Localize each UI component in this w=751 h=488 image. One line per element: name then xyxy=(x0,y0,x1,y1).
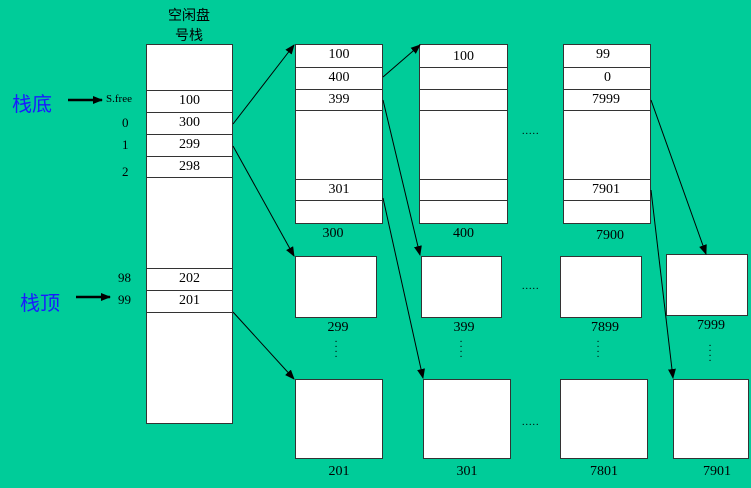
group-block-300: 100 400 399 301 xyxy=(295,44,383,224)
index-label-2: 2 xyxy=(122,164,129,179)
group400-cell-3 xyxy=(420,89,507,111)
stack-title: 空闲盘 号栈 xyxy=(146,6,232,46)
sfree-label: S.free xyxy=(106,93,132,105)
arrow-299-to-block299 xyxy=(232,145,295,257)
arrow-7901-to-block7901 xyxy=(650,189,676,379)
arrow-301-to-block301 xyxy=(382,197,425,379)
group400-cell-count: 100 xyxy=(453,49,474,64)
ellipsis-middle: ..... xyxy=(522,281,540,292)
index-label-1: 1 xyxy=(122,137,129,152)
block-7901 xyxy=(673,379,749,459)
ellipsis-bottom: ..... xyxy=(522,417,540,428)
block-201 xyxy=(295,379,383,459)
block-7999 xyxy=(666,254,748,316)
stack-cell-sfree: 100 xyxy=(147,90,232,112)
group-block-400-label: 400 xyxy=(453,226,474,241)
arrow-201-to-block201 xyxy=(232,311,295,380)
stack-cell-98: 202 xyxy=(147,268,232,290)
block-201-label: 201 xyxy=(328,464,350,479)
group7900-cell-7901: 7901 xyxy=(564,179,650,201)
index-label-0: 0 xyxy=(122,115,129,130)
group-block-400: 100 xyxy=(419,44,508,224)
vertical-ellipsis-4: · · · · xyxy=(708,341,712,367)
vertical-ellipsis-2: · · · · xyxy=(459,337,463,363)
index-label-98: 98 xyxy=(118,270,131,285)
block-301 xyxy=(423,379,511,459)
vertical-ellipsis-1: · · · · xyxy=(334,337,338,363)
stack-top-label: 栈顶 xyxy=(20,291,60,315)
group7900-cell-0: 0 xyxy=(564,67,650,89)
stack-cell-2: 298 xyxy=(147,156,232,178)
block-7901-label: 7901 xyxy=(703,464,731,479)
block-301-label: 301 xyxy=(456,464,478,479)
arrow-399-to-block399 xyxy=(382,99,422,256)
group300-cell-301: 301 xyxy=(296,179,382,201)
arrow-300-to-group300 xyxy=(232,44,295,125)
arrow-400-to-group400 xyxy=(382,44,421,78)
group-block-7900: 99 0 7999 7901 xyxy=(563,44,651,224)
stack-cell-0: 300 xyxy=(147,112,232,134)
free-disk-stack: 100 300 299 298 202 201 xyxy=(146,44,233,424)
group7900-cell-count: 99 xyxy=(596,47,610,62)
block-299-label: 299 xyxy=(327,320,349,335)
ellipsis-top: ..... xyxy=(522,126,540,137)
index-label-99: 99 xyxy=(118,292,131,307)
stack-bottom-label: 栈底 xyxy=(12,92,52,116)
group300-cell-399: 399 xyxy=(296,89,382,111)
group300-cell-count: 100 xyxy=(296,45,382,67)
block-399 xyxy=(421,256,502,318)
block-7899 xyxy=(560,256,642,318)
group300-count: 100 xyxy=(328,47,350,62)
block-299 xyxy=(295,256,377,318)
block-7899-label: 7899 xyxy=(591,320,619,335)
group400-cell-last xyxy=(420,179,507,201)
group300-cell-400: 400 xyxy=(296,67,382,89)
group7900-cell-7999: 7999 xyxy=(564,89,650,111)
arrow-7999-to-block7999 xyxy=(650,99,707,255)
stack-title-line2: 号栈 xyxy=(175,28,203,44)
group-block-300-label: 300 xyxy=(322,226,344,241)
group400-cell-2 xyxy=(420,67,507,89)
group-block-7900-label: 7900 xyxy=(596,228,624,243)
stack-cell-1: 299 xyxy=(147,134,232,156)
stack-title-line1: 空闲盘 xyxy=(168,8,210,24)
block-7801 xyxy=(560,379,648,459)
block-7999-label: 7999 xyxy=(697,318,725,333)
block-399-label: 399 xyxy=(453,320,475,335)
vertical-ellipsis-3: · · · · xyxy=(596,337,600,363)
block-7801-label: 7801 xyxy=(590,464,618,479)
stack-cell-99: 201 xyxy=(147,290,232,313)
